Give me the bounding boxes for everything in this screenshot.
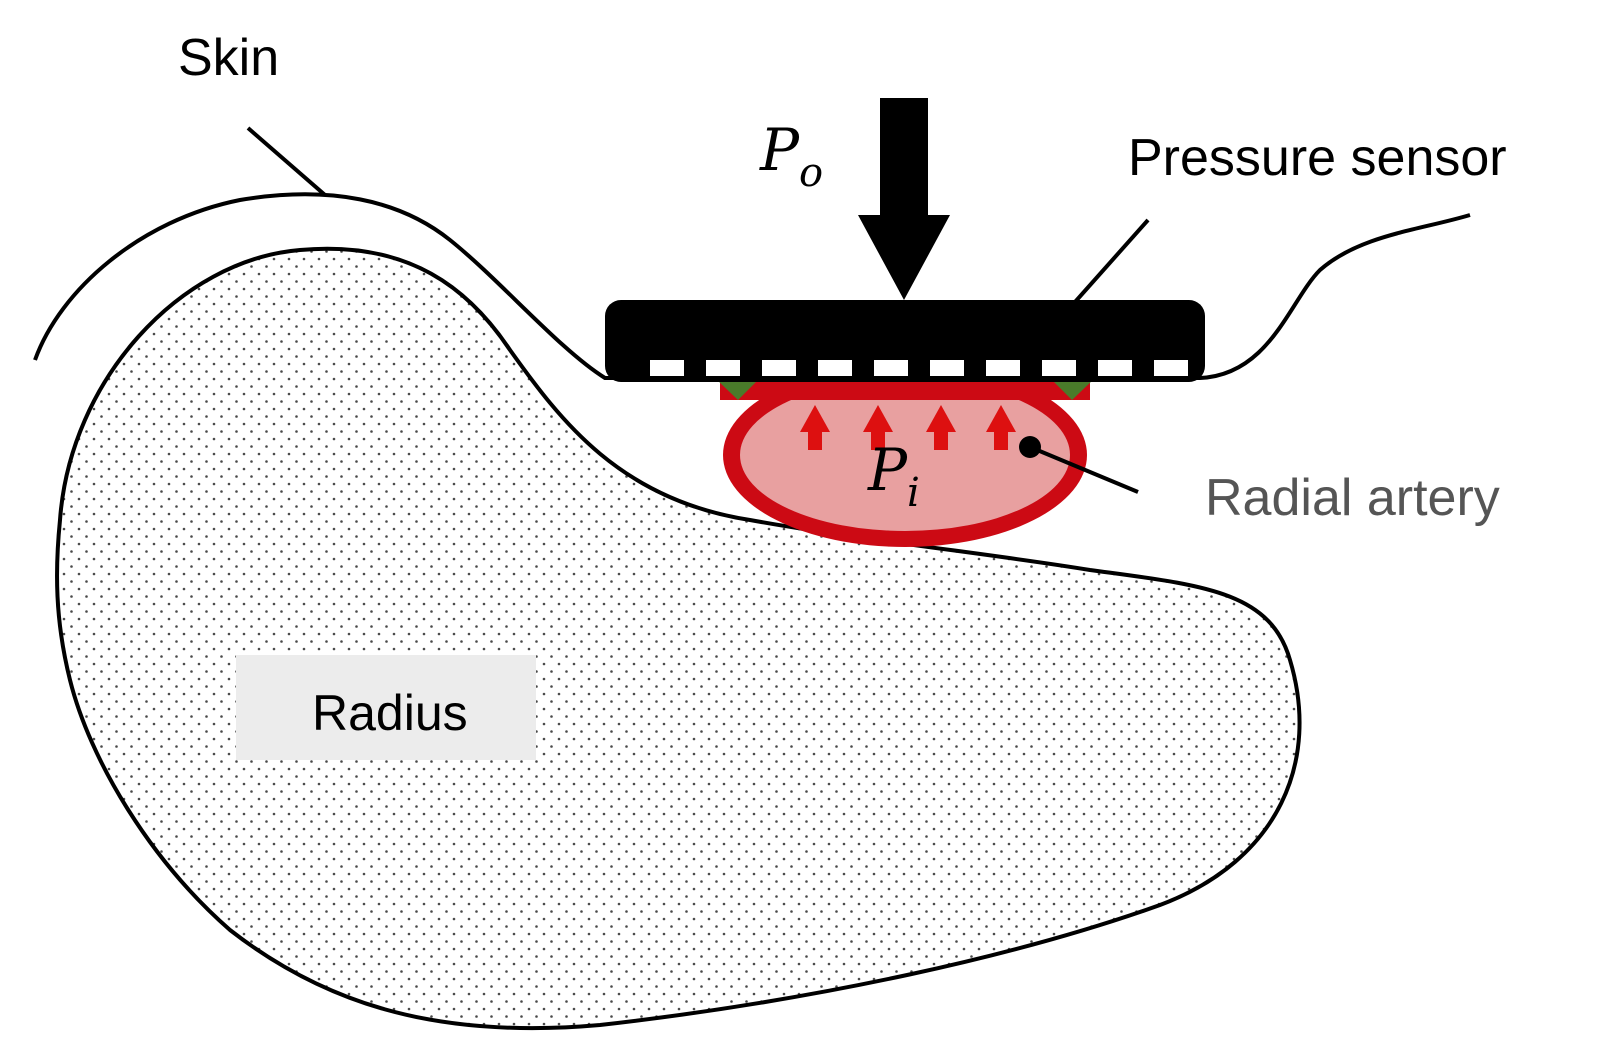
radius-label-background: [236, 655, 536, 760]
sensor-element: [762, 360, 796, 376]
inner-pressure-symbol: Pi: [867, 436, 920, 516]
sensor-element: [1154, 360, 1188, 376]
radial-artery-label: Radial artery: [1205, 469, 1500, 527]
pressure-arrow-1: [800, 405, 830, 450]
skin-leader-line: [246, 126, 327, 197]
radius-label: Radius: [312, 685, 468, 741]
sensor-element: [1042, 360, 1076, 376]
sensor-contact-left: [715, 378, 760, 400]
sensor-element: [818, 360, 852, 376]
pressure-arrow-2: [863, 405, 893, 450]
radial-artery-leader-line: [1029, 445, 1139, 494]
sensor-element: [1098, 360, 1132, 376]
sensor-contact-right: [1050, 378, 1095, 400]
down-arrow-icon: [858, 98, 950, 300]
sensor-element: [986, 360, 1020, 376]
sensor-element: [650, 360, 684, 376]
radial-artery-lumen: [740, 379, 1070, 531]
radius-bone: [55, 246, 1302, 1031]
skin-outline: [33, 192, 1471, 380]
sensor-element: [874, 360, 908, 376]
sensor-element: [706, 360, 740, 376]
pressure-arrow-3: [926, 405, 956, 450]
pressure-arrow-4: [986, 405, 1016, 450]
skin-label: Skin: [178, 29, 279, 87]
artery-flattened-top: [720, 378, 1090, 400]
pressure-sensor-label: Pressure sensor: [1128, 129, 1507, 187]
sensor-element: [930, 360, 964, 376]
sensor-elements: [650, 360, 1188, 376]
pressure-sensor-leader-line: [1073, 218, 1150, 304]
outer-pressure-symbol: Po: [759, 116, 823, 196]
artery-pressure-arrows: [800, 405, 1016, 450]
